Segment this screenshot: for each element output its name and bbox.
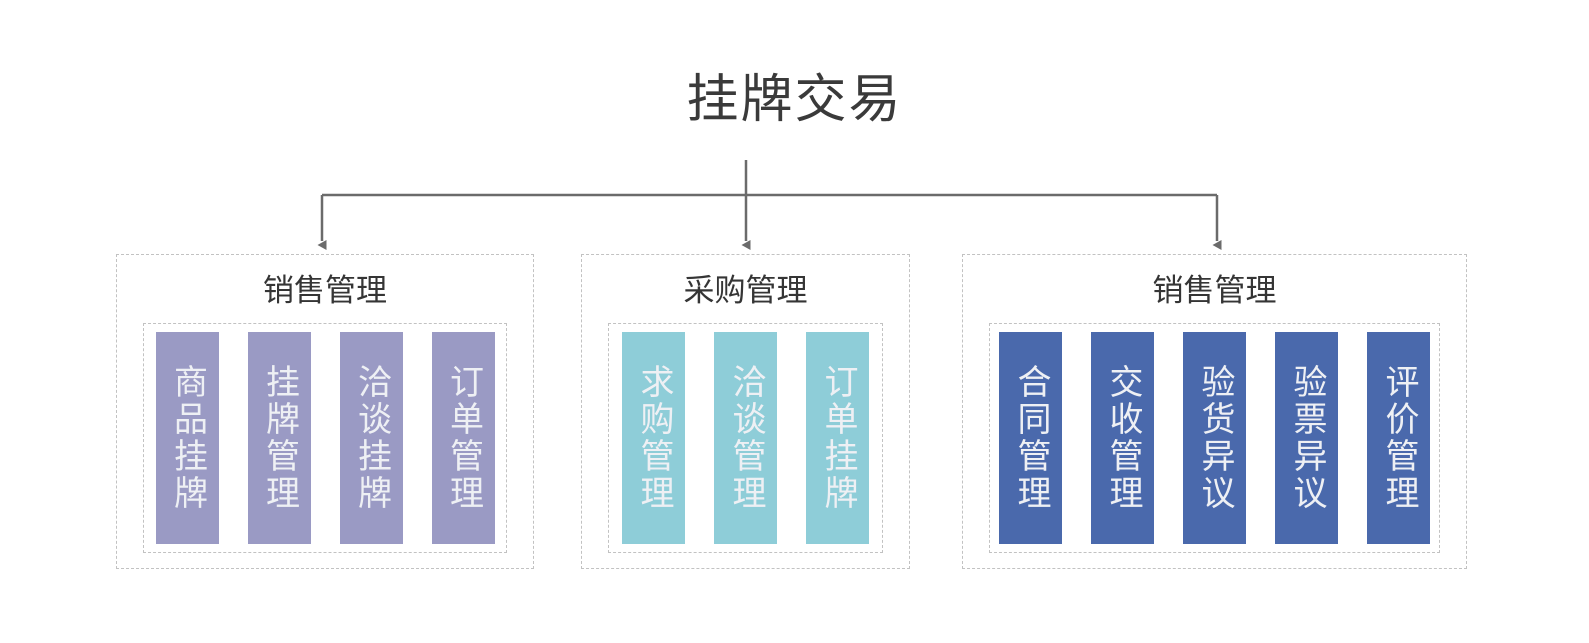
item-label: 洽谈管理 — [726, 364, 766, 512]
item-chip[interactable]: 验货异议 — [1183, 332, 1246, 544]
item-chip[interactable]: 商品挂牌 — [155, 332, 219, 544]
item-label: 商品挂牌 — [167, 364, 208, 512]
group-title: 销售管理 — [263, 273, 387, 309]
item-label: 交收管理 — [1103, 364, 1143, 512]
item-chip[interactable]: 交收管理 — [1091, 332, 1154, 544]
item-chip[interactable]: 挂牌管理 — [247, 332, 311, 544]
item-chip[interactable]: 验票异议 — [1275, 332, 1338, 544]
item-chip[interactable]: 订单管理 — [431, 332, 495, 544]
items-band: 商品挂牌 挂牌管理 洽谈挂牌 订单管理 — [143, 323, 507, 553]
item-label: 验票异议 — [1287, 364, 1327, 512]
group-title: 采购管理 — [683, 273, 808, 309]
item-label: 洽谈挂牌 — [351, 364, 392, 512]
item-label: 订单管理 — [443, 364, 484, 512]
root-title: 挂牌交易 — [686, 70, 903, 130]
item-label: 求购管理 — [634, 364, 674, 512]
items-band: 合同管理 交收管理 验货异议 验票异议 评价管理 — [989, 323, 1440, 553]
item-chip[interactable]: 评价管理 — [1367, 332, 1430, 544]
item-label: 验货异议 — [1195, 364, 1235, 512]
item-label: 合同管理 — [1011, 364, 1051, 512]
item-chip[interactable]: 合同管理 — [999, 332, 1062, 544]
group-sales-management-left[interactable]: 销售管理 商品挂牌 挂牌管理 洽谈挂牌 订单管理 — [116, 254, 534, 569]
item-chip[interactable]: 求购管理 — [622, 332, 685, 544]
group-procurement-management[interactable]: 采购管理 求购管理 洽谈管理 订单挂牌 — [581, 254, 910, 569]
items-band: 求购管理 洽谈管理 订单挂牌 — [608, 323, 883, 553]
item-chip[interactable]: 洽谈管理 — [714, 332, 777, 544]
item-label: 订单挂牌 — [818, 364, 858, 512]
group-sales-management-right[interactable]: 销售管理 合同管理 交收管理 验货异议 验票异议 评价管理 — [962, 254, 1467, 569]
item-chip[interactable]: 洽谈挂牌 — [339, 332, 403, 544]
item-chip[interactable]: 订单挂牌 — [806, 332, 869, 544]
item-label: 评价管理 — [1379, 364, 1419, 512]
group-title: 销售管理 — [1152, 273, 1277, 309]
item-label: 挂牌管理 — [259, 364, 300, 512]
